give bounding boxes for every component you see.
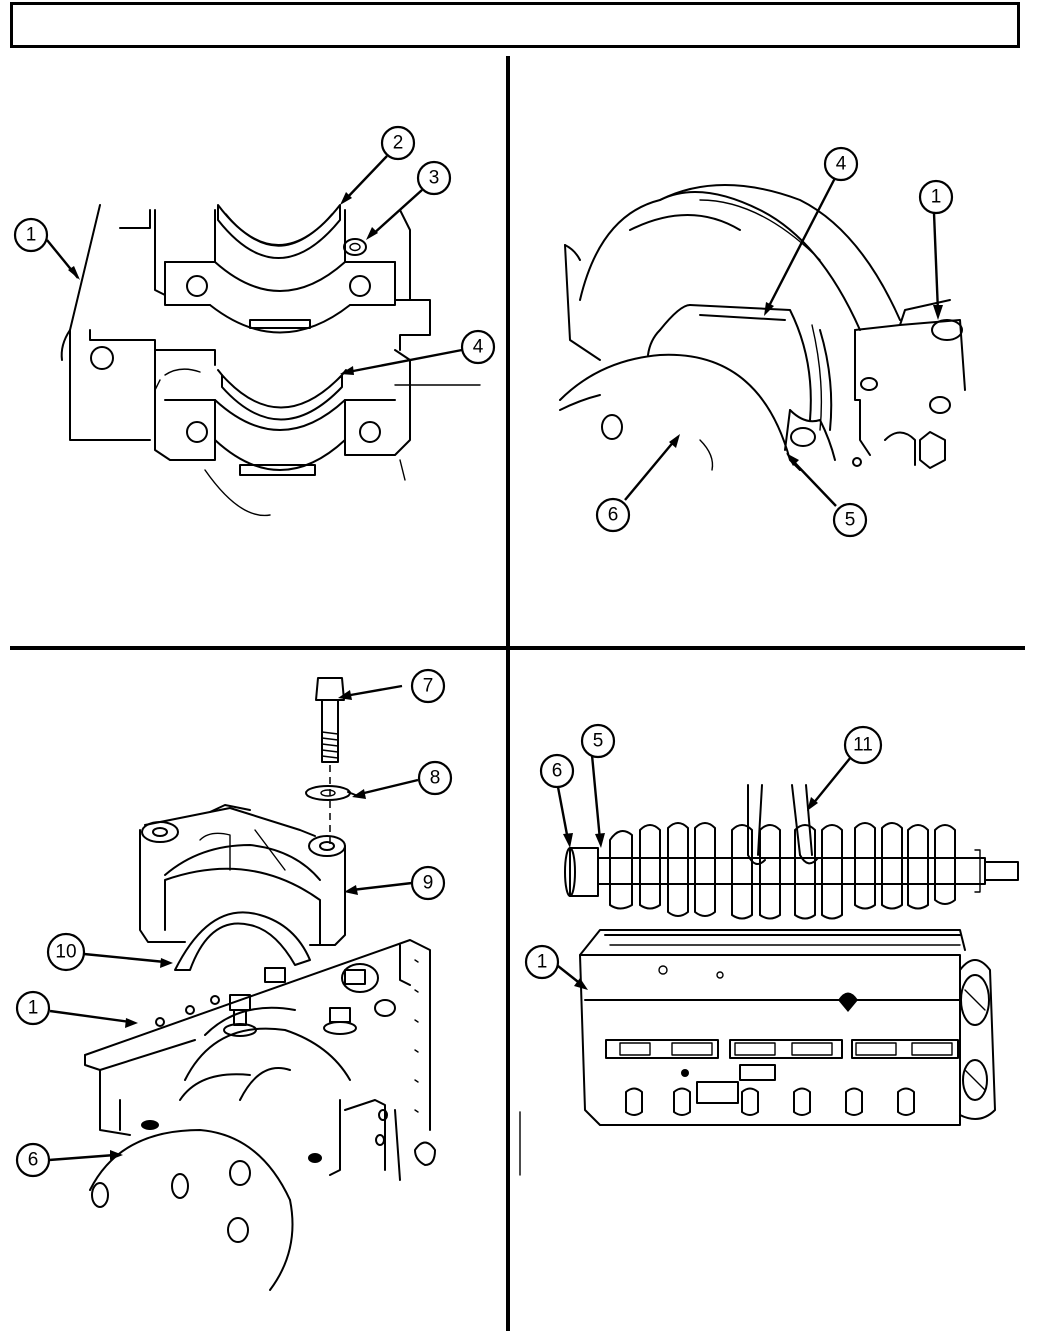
crankshaft-removal-illustration [520, 785, 1018, 1175]
callout-4-label: 4 [836, 154, 847, 175]
callout-3-label: 3 [429, 168, 440, 189]
callout-1-label: 1 [26, 225, 37, 246]
callout-5-label: 5 [845, 510, 856, 531]
main-bearing-cap-exploded-illustration [85, 678, 435, 1290]
callout-11-label: 11 [853, 735, 873, 756]
callout-3: 3 [418, 162, 450, 194]
callout-9-label: 9 [423, 873, 434, 894]
callout-6: 6 [541, 755, 573, 787]
callout-2: 2 [382, 127, 414, 159]
callout-2-label: 2 [393, 133, 404, 154]
callout-1-label: 1 [537, 952, 548, 973]
callout-6: 6 [597, 499, 629, 531]
callout-1-label: 1 [931, 187, 942, 208]
callout-8-label: 8 [430, 768, 441, 789]
callout-1: 1 [15, 219, 47, 251]
callout-5: 5 [582, 725, 614, 757]
callout-7: 7 [412, 670, 444, 702]
title-box [10, 2, 1020, 48]
callout-4-label: 4 [473, 337, 484, 358]
panel-bottom-left: 7 8 9 10 1 6 [0, 650, 506, 1331]
callout-1-label: 1 [28, 998, 39, 1019]
callout-11: 11 [845, 727, 881, 763]
crankshaft-journal-illustration [560, 185, 965, 470]
callout-1: 1 [920, 181, 952, 213]
callout-10: 10 [48, 934, 84, 970]
engine-block-illustration [62, 205, 480, 515]
callout-4: 4 [462, 331, 494, 363]
panel-bottom-right: 5 6 11 1 [510, 650, 1045, 1331]
callout-10-label: 10 [55, 942, 76, 963]
callout-6-label: 6 [28, 1150, 39, 1171]
callout-7-label: 7 [423, 676, 434, 697]
callout-5: 5 [834, 504, 866, 536]
callout-6-label: 6 [608, 505, 619, 526]
callout-1: 1 [526, 946, 558, 978]
callout-1: 1 [17, 992, 49, 1024]
callout-4: 4 [825, 148, 857, 180]
callout-9: 9 [412, 867, 444, 899]
callout-8: 8 [419, 762, 451, 794]
callout-6: 6 [17, 1144, 49, 1176]
callout-5-label: 5 [593, 731, 604, 752]
panel-top-left: 1 2 3 4 [0, 50, 506, 646]
callout-6-label: 6 [552, 761, 563, 782]
panel-top-right: 4 1 6 5 [510, 50, 1045, 646]
